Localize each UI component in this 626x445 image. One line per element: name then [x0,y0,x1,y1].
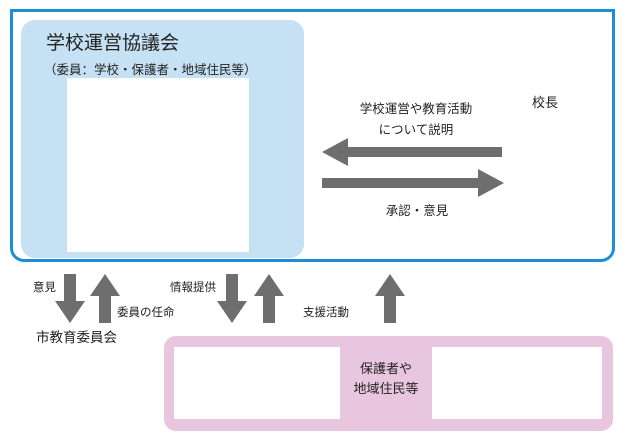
council-title: 学校運営協議会 [46,32,180,54]
residents-label-line2: 地域住民等 [353,382,419,397]
principal-label: 校長 [532,96,559,111]
residents-blank-right [432,347,602,419]
residents-label-line1: 保護者や [359,362,412,377]
explain-label-line2: について説明 [378,122,454,137]
approval-label: 承認・意見 [385,203,449,218]
arrow-down-information [217,274,247,323]
council-blank-box [67,78,249,252]
opinion-label: 意見 [33,280,56,294]
city-board-label: 市教育委員会 [36,330,117,346]
support-label: 支援活動 [303,305,349,319]
arrow-up-support-left [254,274,284,323]
appointment-label: 委員の任命 [117,305,175,319]
arrow-up-support-right [375,274,405,323]
explain-label-line1: 学校運営や教育活動 [359,101,473,116]
arrow-left-explain [322,138,502,166]
residents-blank-left [174,347,340,419]
arrow-down-opinion [55,274,85,323]
arrow-right-approval [322,169,504,197]
school-frame [10,9,615,262]
information-label: 情報提供 [170,280,216,294]
arrow-up-appointment [90,274,120,323]
council-subtitle: （委員：学校・保護者・地域住民等） [44,62,257,77]
